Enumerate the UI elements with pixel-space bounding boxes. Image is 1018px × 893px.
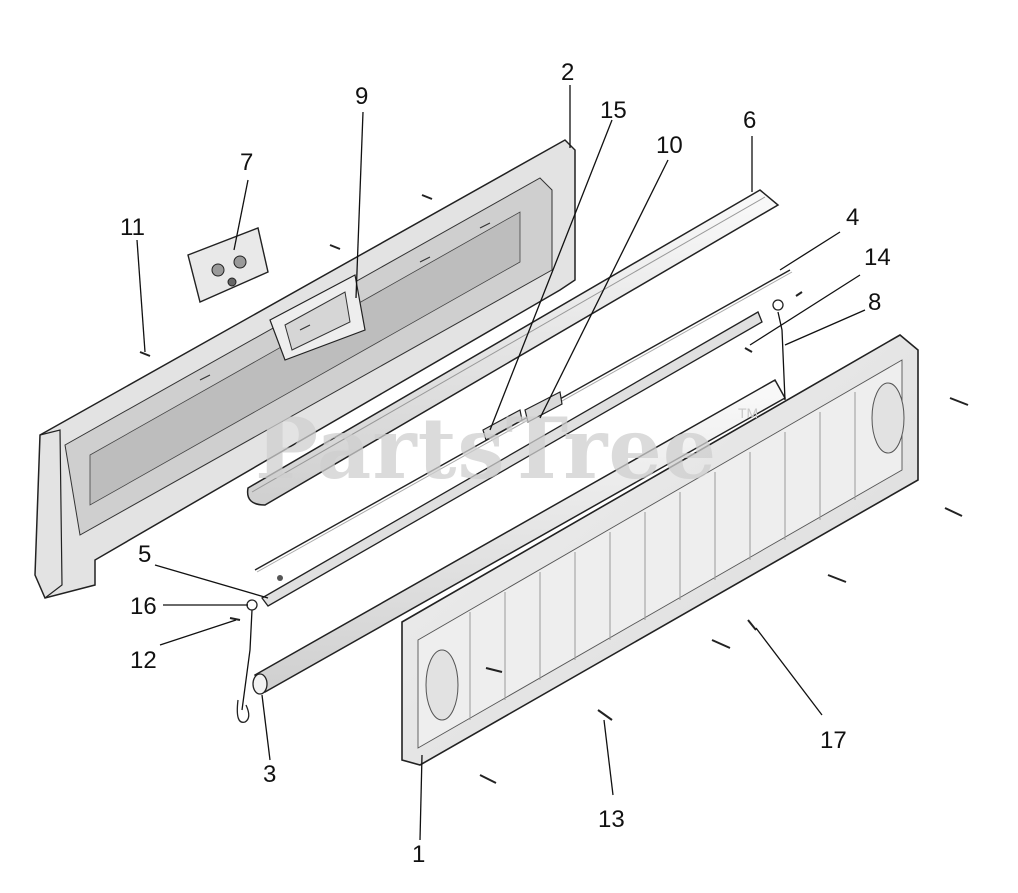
callout-14: 14 [864, 244, 891, 271]
callout-9: 9 [355, 83, 368, 110]
support-bar-part-5 [261, 311, 763, 607]
outer-panel-part-1 [401, 334, 919, 766]
callout-17: 17 [820, 727, 847, 754]
latch-part-7 [187, 227, 269, 303]
callout-6: 6 [743, 107, 756, 134]
callout-11: 11 [120, 214, 145, 241]
callout-2: 2 [561, 59, 574, 86]
callout-8: 8 [868, 289, 881, 316]
callout-4: 4 [846, 204, 859, 231]
watermark: PartsTree [255, 399, 717, 498]
bracket-part-10 [524, 391, 563, 423]
bracket-part-15 [482, 409, 523, 441]
callout-1: 1 [412, 841, 425, 868]
cable-part-16 [241, 609, 253, 711]
watermark-trademark: TM [738, 405, 758, 421]
leader-lines [136, 85, 866, 841]
callout-10: 10 [656, 132, 683, 159]
callout-12: 12 [130, 647, 157, 674]
callout-7: 7 [240, 149, 253, 176]
fasteners [139, 194, 969, 784]
callout-5: 5 [138, 541, 151, 568]
callout-15: 15 [600, 97, 627, 124]
top-rail-part-6 [246, 189, 780, 506]
cable-part-8 [777, 311, 786, 401]
callout-16: 16 [130, 593, 157, 620]
callout-13: 13 [598, 806, 625, 833]
callout-3: 3 [263, 761, 276, 788]
callout-labels: 1 2 3 4 5 6 7 8 9 10 11 12 13 14 15 16 1… [120, 59, 891, 868]
inner-frame-part-2 [34, 139, 576, 599]
